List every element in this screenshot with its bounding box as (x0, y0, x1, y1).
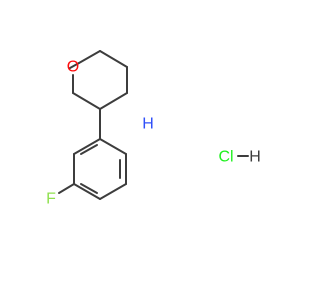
hcl-hydrogen-label: H (249, 149, 261, 166)
bond-c2-c3 (99, 50, 128, 68)
bond-n-c4 (99, 92, 128, 110)
hydrochloride: Cl H (218, 149, 260, 166)
phenyl-ring (73, 138, 127, 200)
hcl-chlorine-label: Cl (218, 149, 233, 166)
bond-ph-double-2 (80, 183, 98, 194)
oxygen-atom-label: O (67, 59, 79, 76)
bond-o-c2 (78, 50, 101, 64)
fluorine-atom-label: F (46, 191, 56, 208)
bond-ph-3 (99, 183, 127, 200)
bond-ph-4 (73, 183, 101, 200)
bond-o-c1 (69, 62, 80, 69)
nh-hydrogen-label: H (142, 116, 154, 133)
bond-ph-1 (99, 138, 127, 155)
structure-diagram: O H F Cl H (46, 50, 261, 208)
bond-ph-double-3 (80, 144, 98, 155)
bond-c-f (58, 183, 75, 194)
bond-ph-6 (73, 138, 101, 155)
bond-c4-c5 (72, 92, 101, 110)
morpholine-ring (69, 50, 128, 110)
